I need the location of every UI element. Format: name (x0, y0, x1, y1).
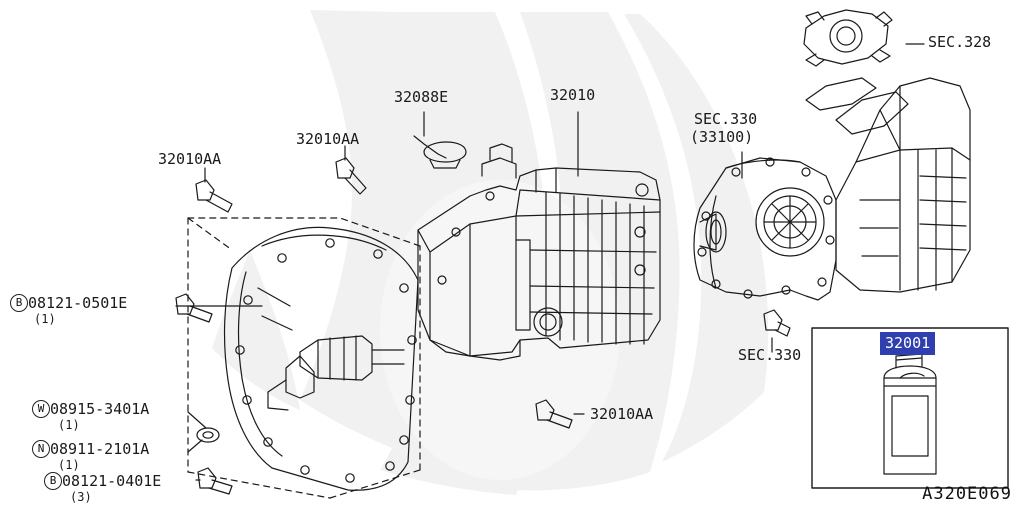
label-08911-2101A: 08911-2101A (50, 440, 150, 458)
badge-B-0501E: B (10, 294, 28, 312)
label-sec330-upper: SEC.330 (694, 110, 758, 128)
badge-W-3401A: W (32, 400, 50, 418)
label-33100: (33100) (690, 128, 754, 146)
badge-N-2101A: N (32, 440, 50, 458)
label-32010: 32010 (550, 86, 596, 104)
label-08121-0401E-qty: (3) (70, 490, 92, 504)
label-08911-2101A-qty: (1) (58, 458, 80, 472)
label-32010AA-bottom: 32010AA (590, 405, 654, 423)
label-08121-0501E: 08121-0501E (28, 294, 128, 312)
label-08121-0401E: 08121-0401E (62, 472, 162, 490)
badge-B-0401E: B (44, 472, 62, 490)
label-32010AA-top-center: 32010AA (296, 130, 360, 148)
label-sec330-lower: SEC.330 (738, 346, 802, 364)
label-32010AA-top-left: 32010AA (158, 150, 222, 168)
highlighted-part-number-32001[interactable]: 32001 (880, 332, 936, 355)
label-sec328: SEC.328 (928, 33, 992, 51)
label-08915-3401A-qty: (1) (58, 418, 80, 432)
diagram-id-code: A320E069 (922, 484, 1012, 504)
label-08121-0501E-qty: (1) (34, 312, 56, 326)
label-32088E: 32088E (394, 88, 449, 106)
label-08915-3401A: 08915-3401A (50, 400, 150, 418)
